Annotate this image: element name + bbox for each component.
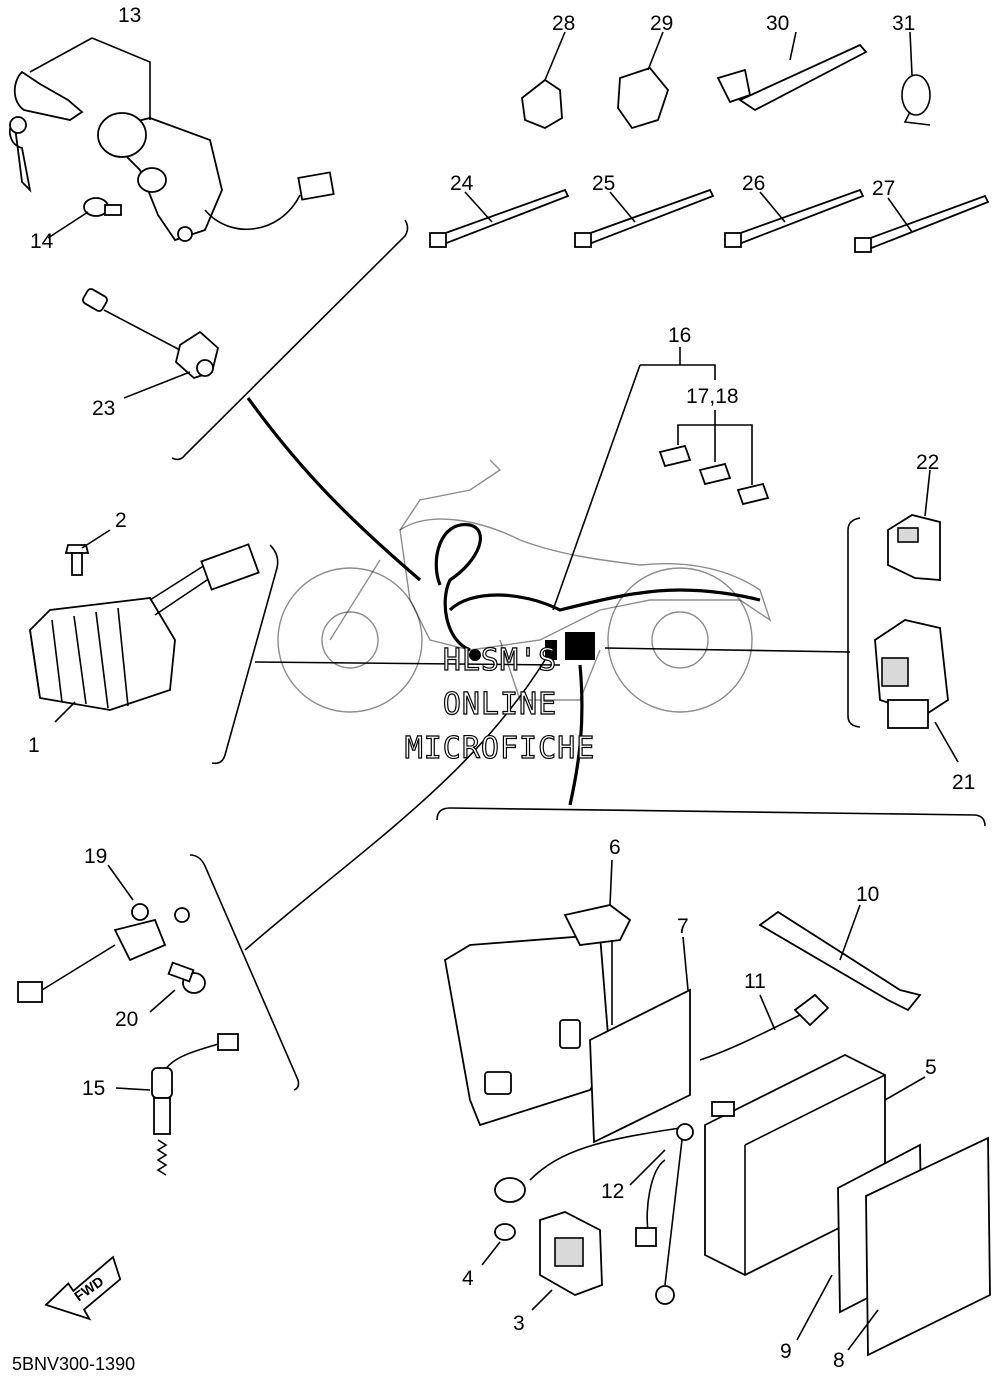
callout-16: 16 [668, 324, 691, 347]
battery-cable-12 [494, 1123, 694, 1305]
callout-5: 5 [925, 1056, 937, 1079]
relay-21 [874, 619, 959, 763]
callout-25: 25 [592, 172, 615, 195]
callout-labels: 13 14 23 2 1 19 20 15 28 29 30 31 24 25 … [28, 4, 975, 1372]
relay-22 [887, 469, 941, 581]
callout-3: 3 [513, 1312, 525, 1335]
sensor-23 [82, 288, 220, 399]
wire-harness [434, 523, 761, 661]
callout-21: 21 [952, 771, 975, 794]
battery-cable-11 [699, 993, 830, 1061]
battery-plates-8-9 [796, 1136, 991, 1357]
neutral-switch-19 [17, 864, 206, 1013]
callout-1: 1 [28, 734, 40, 757]
callout-26: 26 [742, 172, 765, 195]
callout-19: 19 [84, 845, 107, 868]
callout-6: 6 [609, 836, 621, 859]
watermark: HLSM'S ONLINE MICROFICHE [404, 642, 596, 766]
callout-8: 8 [833, 1349, 845, 1372]
battery-band-10 [758, 904, 922, 1012]
callout-20: 20 [115, 1008, 138, 1031]
watermark-line-1: HLSM'S [443, 643, 557, 678]
motorcycle-outline [277, 459, 772, 713]
callout-14: 14 [30, 230, 54, 253]
callout-11: 11 [744, 970, 766, 993]
screw-14 [47, 197, 122, 239]
cable-ties-24-27 [429, 188, 990, 253]
callout-12: 12 [601, 1180, 624, 1203]
pressure-switch-15 [115, 1033, 239, 1176]
callout-22: 22 [916, 451, 939, 474]
callout-30: 30 [766, 12, 789, 35]
clamps-28-31 [521, 31, 931, 130]
fuses-16-18 [640, 347, 770, 506]
group-leaders [244, 364, 851, 951]
group-brackets [171, 219, 986, 1091]
callout-28: 28 [552, 12, 575, 35]
main-switch-13 [8, 37, 335, 242]
watermark-line-2: ONLINE [443, 687, 557, 722]
callout-23: 23 [92, 397, 115, 420]
diagram-code: 5BNV300-1390 [12, 1354, 135, 1374]
callout-9: 9 [780, 1340, 792, 1363]
rectifier-regulator-1 [29, 529, 260, 723]
callout-15: 15 [82, 1077, 105, 1100]
callout-29: 29 [650, 12, 673, 35]
callout-2: 2 [115, 509, 127, 532]
callout-7: 7 [677, 915, 689, 938]
callout-31: 31 [892, 12, 915, 35]
callout-27: 27 [872, 177, 895, 200]
battery-cover-7 [589, 936, 691, 1144]
battery-box-6 [444, 859, 632, 1127]
callout-10: 10 [856, 883, 879, 906]
junction-block [565, 632, 595, 660]
callout-17-18: 17,18 [686, 385, 739, 408]
fwd-arrow: FWD [44, 1255, 122, 1321]
starter-relay-3 [481, 1211, 603, 1311]
callout-13: 13 [118, 4, 141, 27]
callout-24: 24 [450, 172, 474, 195]
callout-4: 4 [462, 1267, 474, 1290]
watermark-line-3: MICROFICHE [405, 731, 596, 766]
